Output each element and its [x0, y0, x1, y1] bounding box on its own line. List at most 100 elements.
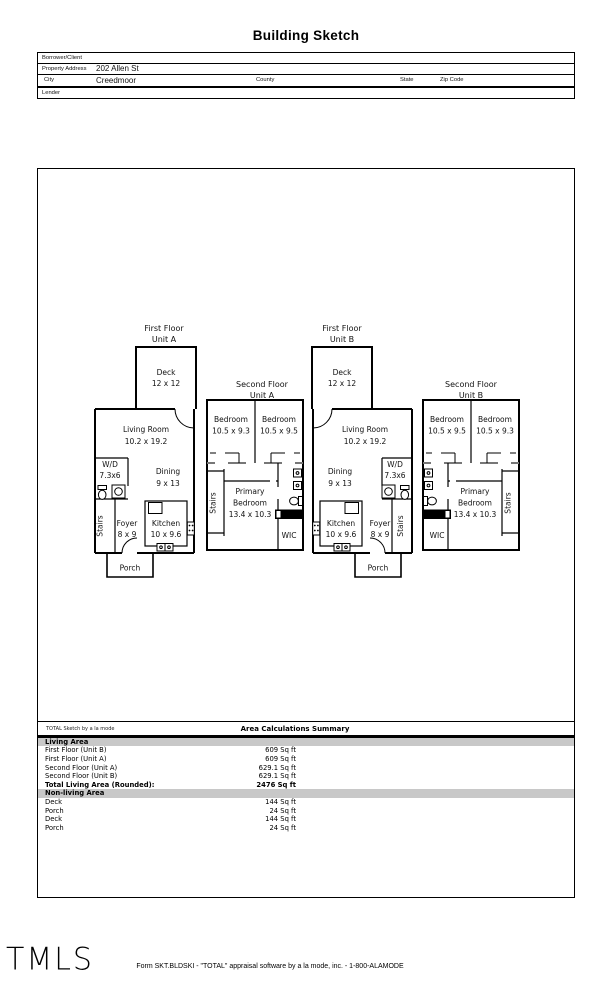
- footer-form-text: Form SKT.BLDSKI - "TOTAL" appraisal soft…: [136, 963, 404, 970]
- kitchen-label: Kitchen: [152, 519, 180, 528]
- wd-label: W/D: [387, 460, 403, 469]
- row-label: Second Floor (Unit A): [45, 763, 118, 772]
- primary-bedroom-label: Bedroom: [233, 499, 267, 508]
- dining-dims: 9 x 13: [328, 479, 352, 488]
- toilet-icon: [298, 496, 303, 506]
- living-room-label: Living Room: [342, 425, 388, 434]
- city-row: City Creedmoor County State Zip Code: [38, 75, 574, 88]
- sink-icon: [293, 481, 302, 490]
- row-label: Porch: [45, 823, 64, 832]
- property-address-label: Property Address: [42, 65, 87, 72]
- sink-icon: [164, 543, 174, 552]
- unit-walls: [312, 408, 413, 554]
- foyer-dims: 8 x 9: [371, 530, 390, 539]
- unit-title: First Floor: [144, 324, 184, 333]
- floor-plan: First Floor Unit A Deck 12 x 12 Living R…: [94, 324, 520, 578]
- porch-label: Porch: [368, 564, 389, 573]
- unit-walls: [94, 408, 195, 554]
- calc-row: First Floor (Unit A) 609 Sq ft: [38, 755, 574, 764]
- porch-door-arc: [369, 537, 386, 554]
- row-label: First Floor (Unit A): [45, 754, 107, 763]
- washer-icon: [111, 484, 126, 499]
- client-info-form: Borrower/Client Property Address 202 All…: [37, 52, 575, 99]
- row-label: Deck: [45, 798, 63, 807]
- deck-label: Deck: [333, 368, 353, 377]
- primary-bedroom-dims: 13.4 x 10.3: [229, 510, 272, 519]
- deck-dims: 12 x 12: [152, 379, 181, 388]
- tub-icon: [275, 509, 303, 519]
- calc-row: Second Floor (Unit B) 629.1 Sq ft: [38, 772, 574, 781]
- stairs-label: Stairs: [396, 515, 405, 536]
- washer-icon: [381, 484, 396, 499]
- foyer-dims: 8 x 9: [118, 530, 137, 539]
- unit-title: Unit B: [459, 391, 483, 400]
- deck-dims: 12 x 12: [328, 379, 357, 388]
- dining-label: Dining: [328, 467, 352, 476]
- row-value: 24 Sq ft: [269, 823, 296, 832]
- property-address-value: 202 Allen St: [96, 64, 139, 73]
- primary-bedroom-dims: 13.4 x 10.3: [454, 510, 497, 519]
- foyer-label: Foyer: [117, 519, 139, 528]
- deck-door-arc: [174, 408, 195, 429]
- divider: [38, 735, 574, 738]
- sketch-area: First Floor Unit A Deck 12 x 12 Living R…: [37, 168, 575, 898]
- interior-walls: [447, 463, 519, 550]
- unit-title: Unit A: [250, 391, 275, 400]
- row-label: Total Living Area (Rounded):: [45, 780, 155, 789]
- row-value: 609 Sq ft: [265, 746, 296, 755]
- interior-walls: [207, 463, 279, 550]
- bedroom-label: Bedroom: [430, 415, 464, 424]
- area-calculations-summary: TOTAL Sketch by a la mode Area Calculati…: [38, 721, 574, 833]
- primary-bedroom-label: Bedroom: [458, 499, 492, 508]
- bedroom-label: Bedroom: [478, 415, 512, 424]
- calc-header: TOTAL Sketch by a la mode Area Calculati…: [38, 721, 574, 735]
- stove-icon: [186, 521, 195, 536]
- fridge-icon: [148, 502, 163, 514]
- wic-label: WIC: [430, 531, 445, 540]
- stairs-label: Stairs: [209, 492, 218, 513]
- deck-label: Deck: [157, 368, 177, 377]
- row-value: 24 Sq ft: [269, 806, 296, 815]
- unit-a-first-floor: First Floor Unit A Deck 12 x 12 Living R…: [94, 324, 197, 578]
- zip-label: Zip Code: [440, 77, 464, 83]
- row-label: Porch: [45, 806, 64, 815]
- total-living-area-row: Total Living Area (Rounded): 2476 Sq ft: [38, 781, 574, 790]
- state-label: State: [400, 77, 414, 83]
- bedroom-label: Bedroom: [262, 415, 296, 424]
- primary-bedroom-label: Primary: [461, 487, 491, 496]
- bedroom-label: Bedroom: [214, 415, 248, 424]
- porch-door-arc: [121, 537, 138, 554]
- row-value: 629.1 Sq ft: [258, 772, 296, 781]
- wd-dims: 7.3x6: [99, 471, 120, 480]
- bedroom-dims: 10.5 x 9.3: [476, 427, 514, 436]
- foyer-label: Foyer: [370, 519, 392, 528]
- fridge-icon: [344, 502, 359, 514]
- calc-row: Porch 24 Sq ft: [38, 807, 574, 816]
- sink-icon: [333, 543, 343, 552]
- unit-title: Second Floor: [445, 380, 498, 389]
- row-label: First Floor (Unit B): [45, 746, 107, 755]
- porch-label: Porch: [120, 564, 141, 573]
- kitchen-dims: 10 x 9.6: [326, 530, 357, 539]
- row-label: Second Floor (Unit B): [45, 772, 118, 781]
- tmls-logo: TMLS: [6, 941, 94, 978]
- bedroom-dims: 10.5 x 9.5: [428, 427, 466, 436]
- kitchen-dims: 10 x 9.6: [151, 530, 182, 539]
- wic-label: WIC: [282, 531, 297, 540]
- wd-label: W/D: [102, 460, 118, 469]
- living-room-dims: 10.2 x 19.2: [125, 437, 168, 446]
- toilet-icon: [400, 485, 410, 490]
- bedroom-dims: 10.5 x 9.3: [212, 427, 250, 436]
- calc-row: First Floor (Unit B) 609 Sq ft: [38, 746, 574, 755]
- unit-a-second-floor: Second Floor Unit A Bedroom 10.5 x 9.3 B…: [206, 380, 304, 551]
- toilet-icon: [97, 485, 107, 490]
- closet-lines: [210, 452, 300, 463]
- row-value: 144 Sq ft: [265, 815, 296, 824]
- toilet-icon: [423, 496, 428, 506]
- calc-row: Deck 144 Sq ft: [38, 815, 574, 824]
- sink-icon: [424, 468, 433, 478]
- sink-icon: [424, 481, 433, 490]
- kitchen-label: Kitchen: [327, 519, 355, 528]
- row-value: 629.1 Sq ft: [258, 763, 296, 772]
- row-value: 609 Sq ft: [265, 754, 296, 763]
